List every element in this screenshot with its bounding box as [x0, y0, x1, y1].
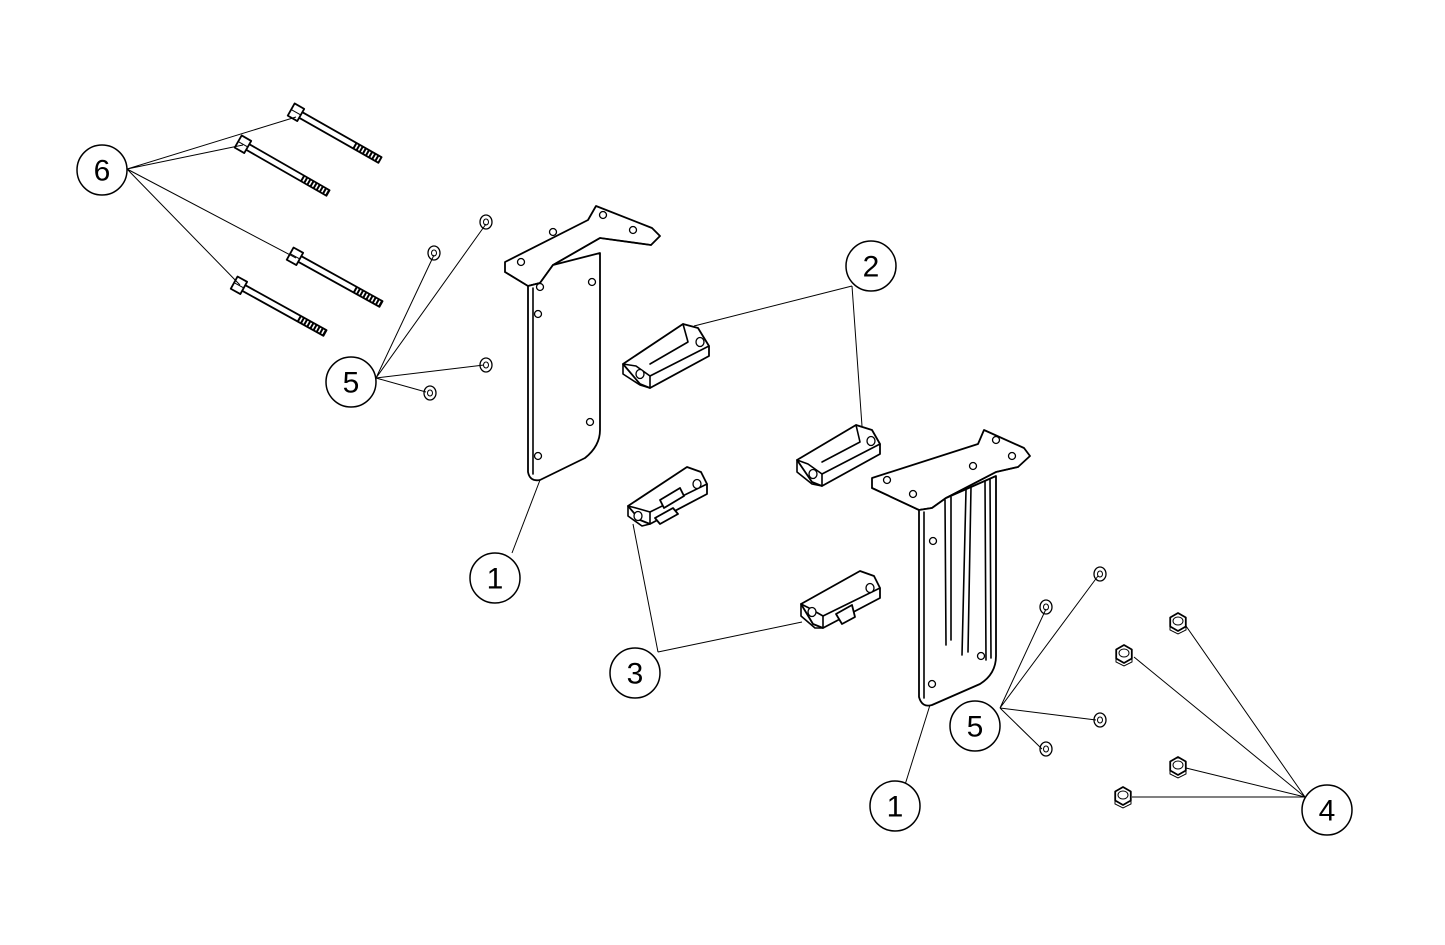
hex-nut: [1114, 786, 1132, 809]
nut-set: [1114, 612, 1187, 809]
hex-nut: [1115, 644, 1133, 667]
hex-nut: [1169, 756, 1187, 779]
svg-text:1: 1: [887, 791, 904, 824]
bolt: [229, 275, 328, 337]
clip-block-upper: [627, 466, 708, 527]
bolt: [233, 134, 331, 197]
bracket-plate-right: [871, 429, 1031, 707]
callout-5-lower: 5: [949, 700, 1001, 752]
svg-text:6: 6: [94, 155, 111, 188]
svg-text:4: 4: [1319, 795, 1336, 828]
svg-text:5: 5: [967, 711, 984, 744]
hex-nut: [1169, 612, 1187, 635]
clamp-block-lower: [796, 424, 881, 487]
callout-4: 4: [1301, 784, 1353, 836]
washer: [479, 214, 493, 230]
washer: [423, 385, 437, 401]
callout-3: 3: [609, 647, 661, 699]
washer-hole: [1097, 570, 1103, 578]
callout-1-right: 1: [869, 780, 921, 832]
washer-hole: [1043, 745, 1049, 753]
callout-6: 6: [76, 144, 128, 196]
washer: [1039, 599, 1053, 615]
clip-block-lower: [800, 570, 881, 629]
washer: [1039, 741, 1053, 757]
washer-hole: [1097, 716, 1103, 724]
callout-bubbles: 6 5 1 2 3 1 5 4: [76, 144, 1353, 836]
washer-group-upper: [423, 214, 493, 401]
washer: [427, 245, 441, 261]
svg-text:2: 2: [863, 251, 880, 284]
washer-hole: [427, 389, 433, 397]
bracket-plate-left: [504, 205, 661, 482]
svg-text:5: 5: [343, 367, 360, 400]
callout-1-left: 1: [469, 552, 521, 604]
bolt: [285, 246, 384, 308]
bolt-set: [229, 102, 384, 337]
washer-hole: [483, 218, 489, 226]
callout-2: 2: [845, 240, 897, 292]
svg-text:3: 3: [627, 658, 644, 691]
clamp-block-upper: [622, 323, 710, 389]
bolt: [286, 102, 383, 164]
svg-text:1: 1: [487, 563, 504, 596]
leader-lines: [126, 116, 1306, 798]
callout-5-upper: 5: [325, 356, 377, 408]
washer-group-lower: [1039, 566, 1107, 757]
